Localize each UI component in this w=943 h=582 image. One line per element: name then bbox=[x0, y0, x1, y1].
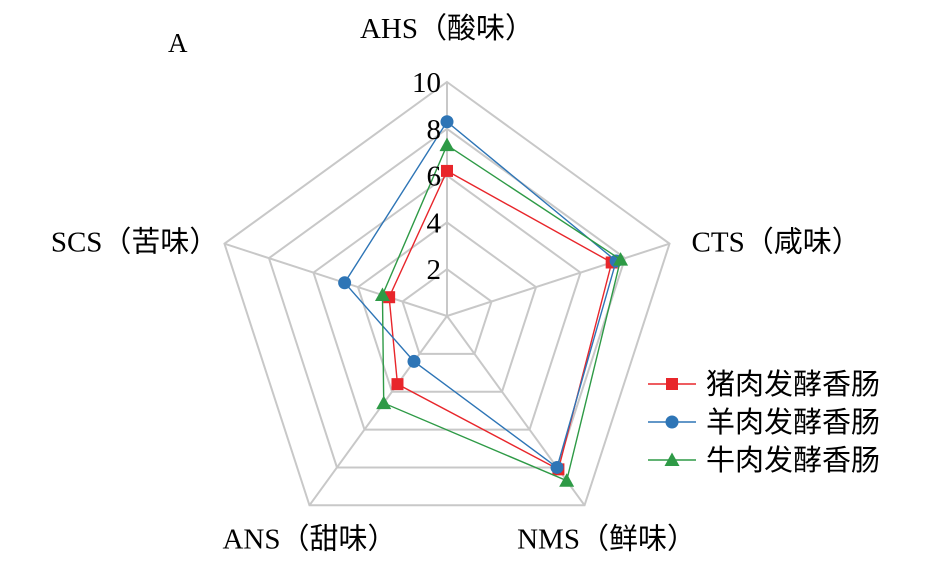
series-0-point-3 bbox=[391, 378, 404, 391]
axis-label-1: CTS（咸味） bbox=[692, 226, 861, 259]
series-1-point-4 bbox=[338, 276, 352, 290]
legend-label-1: 羊肉发酵香肠 bbox=[706, 406, 880, 439]
spoke-4 bbox=[224, 242, 448, 317]
axis-label-2: NMS（鲜味） bbox=[517, 522, 696, 555]
legend-swatch-marker-1 bbox=[665, 415, 679, 429]
panel-label: A bbox=[168, 28, 188, 58]
series-0-line bbox=[388, 169, 613, 471]
axis-labels: AHS（酸味） CTS（咸味） NMS（鲜味） ANS（甜味） SCS（苦味） bbox=[51, 12, 861, 555]
tick-labels: 2 4 6 8 10 bbox=[412, 67, 442, 286]
series-1-point-2 bbox=[550, 460, 564, 474]
axis-label-4: SCS（苦味） bbox=[51, 226, 219, 259]
axis-label-0: AHS（酸味） bbox=[360, 12, 534, 45]
tick-label-6: 6 bbox=[427, 161, 442, 193]
legend-item-2: 牛肉发酵香肠 bbox=[648, 444, 880, 477]
tick-label-4: 4 bbox=[427, 207, 442, 239]
tick-label-10: 10 bbox=[412, 67, 441, 99]
series-1-point-0 bbox=[440, 115, 454, 129]
spoke-3 bbox=[308, 315, 448, 506]
legend-swatch-marker-0 bbox=[666, 378, 678, 390]
legend-item-0: 猪肉发酵香肠 bbox=[648, 368, 880, 401]
spoke-1 bbox=[446, 242, 670, 317]
axis-label-3: ANS（甜味） bbox=[222, 522, 396, 555]
series-2-point-3 bbox=[376, 395, 392, 410]
series-2-point-1 bbox=[613, 252, 629, 266]
series-0-point-0 bbox=[441, 164, 453, 177]
series-2-line bbox=[381, 144, 622, 482]
series-2-point-0 bbox=[439, 137, 455, 152]
series-2-point-2 bbox=[559, 473, 575, 487]
series-1-point-3 bbox=[407, 354, 421, 368]
series-layer bbox=[338, 115, 629, 487]
series-2 bbox=[374, 137, 629, 487]
series-2-point-4 bbox=[374, 287, 390, 302]
legend-item-1: 羊肉发酵香肠 bbox=[648, 406, 880, 439]
grid-ring-8 bbox=[267, 127, 627, 469]
legend-label-2: 牛肉发酵香肠 bbox=[706, 444, 880, 477]
grid-ring-4 bbox=[356, 221, 538, 393]
legend-swatch-marker-2 bbox=[664, 452, 680, 466]
grid bbox=[223, 80, 671, 507]
grid-ring-10 bbox=[223, 80, 671, 507]
spoke-2 bbox=[446, 315, 586, 506]
tick-label-2: 2 bbox=[427, 254, 442, 286]
grid-ring-2 bbox=[401, 267, 493, 355]
legend-label-0: 猪肉发酵香肠 bbox=[706, 368, 880, 401]
tick-label-8: 8 bbox=[427, 114, 442, 146]
